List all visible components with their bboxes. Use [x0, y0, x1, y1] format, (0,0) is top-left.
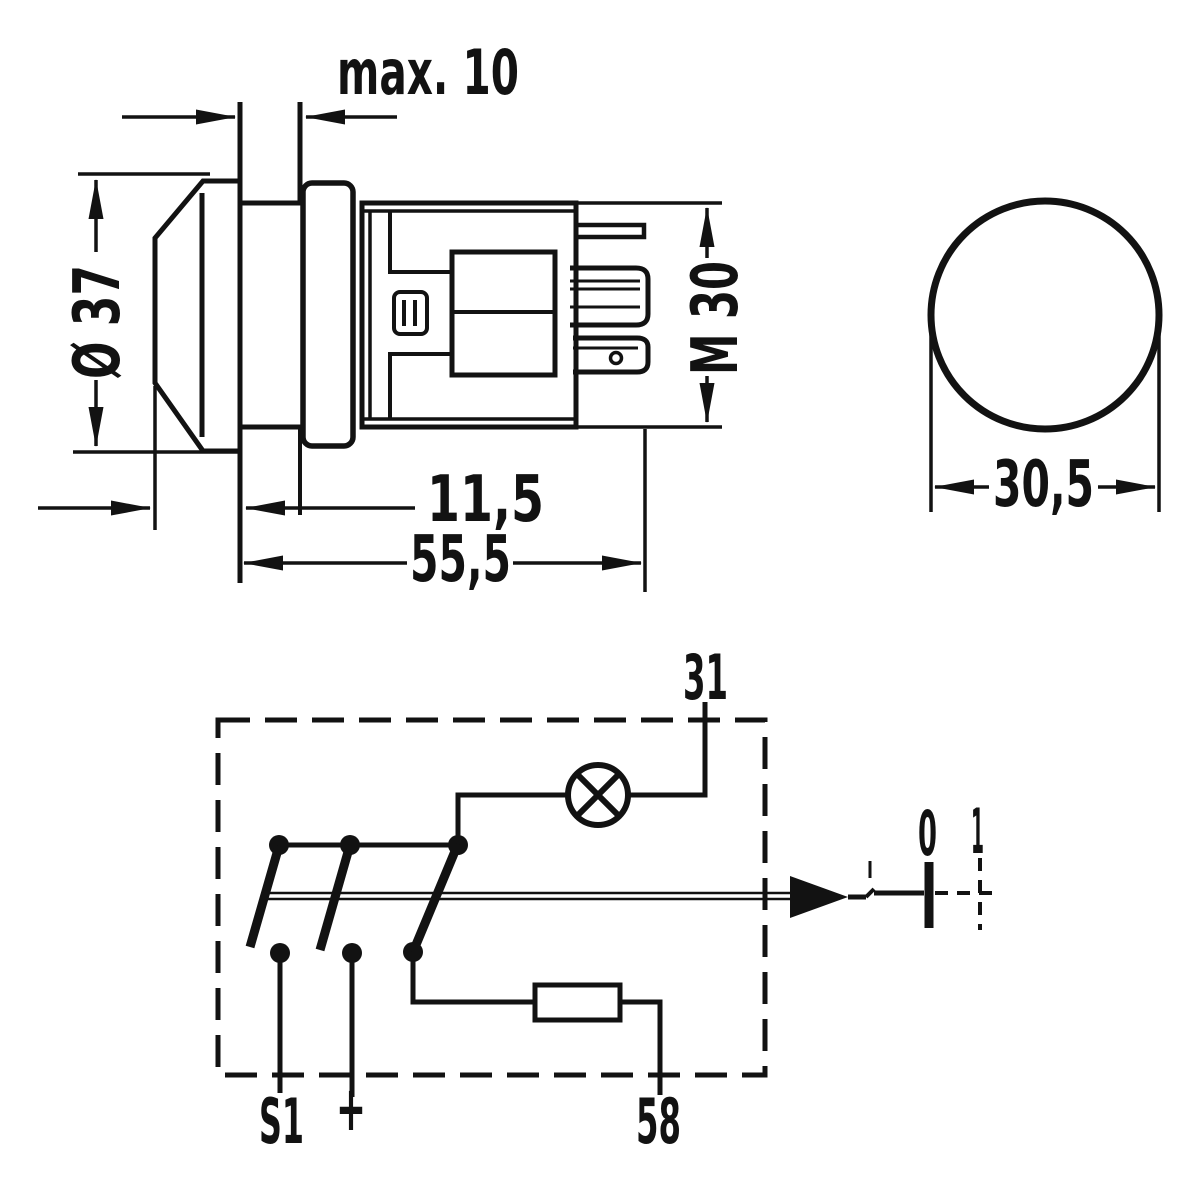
indicator-lamp-cross — [574, 771, 622, 819]
label-mount-depth: 55,5 — [410, 523, 511, 597]
label-terminal-58: 58 — [636, 1085, 681, 1158]
side-view: Ø 37 max. 10 M 30 — [38, 36, 753, 597]
switch-arm — [245, 844, 284, 949]
housing-bracket — [388, 212, 452, 418]
label-position-off: 0 — [918, 797, 937, 870]
wire-58 — [620, 999, 663, 1095]
thread-extension-lines — [576, 201, 722, 429]
resistor-icon — [532, 982, 623, 1023]
circuit-diagram: 31 0 1 S1 + 58 — [215, 641, 998, 1158]
mounting-hole-circle — [927, 197, 1163, 433]
switch-arm — [315, 843, 355, 952]
indicator-lamp-icon — [565, 762, 631, 828]
front-view: 30,5 — [927, 197, 1163, 522]
retaining-clip — [392, 290, 429, 336]
terminal-blade-middle — [570, 265, 651, 328]
wire-31 — [629, 702, 708, 798]
terminal-hole — [608, 350, 624, 366]
bezel-ring — [300, 180, 356, 449]
switch-boundary-box — [215, 717, 768, 1078]
label-panel-thickness: max. 10 — [337, 36, 519, 109]
label-terminal-31: 31 — [683, 641, 728, 714]
label-thread: M 30 — [679, 261, 753, 375]
terminal-blade-bottom — [573, 335, 651, 375]
wire-lamp-to-contacts — [455, 792, 567, 845]
actuator-detent-notch — [864, 887, 876, 899]
label-protrusion: 11,5 — [427, 463, 544, 537]
label-cap-diameter: Ø 37 — [61, 265, 135, 379]
hole-extension-lines — [929, 315, 1161, 512]
terminal-blade-top — [573, 222, 647, 240]
label-terminal-plus: + — [336, 1072, 366, 1145]
label-hole-diameter: 30,5 — [993, 448, 1094, 522]
terminal-blade-middle-ridges — [570, 279, 640, 309]
actuation-arrow-icon — [790, 876, 848, 918]
label-terminal-s1: S1 — [259, 1085, 304, 1158]
actuator-bar — [263, 891, 790, 901]
switch-body-inner-lines — [364, 209, 574, 421]
button-cap — [152, 178, 238, 454]
label-position-on: 1 — [971, 795, 984, 868]
switch-body — [359, 200, 579, 430]
neck-lines — [242, 200, 303, 430]
retaining-clip-ticks — [402, 300, 417, 326]
wire-to-resistor — [410, 952, 535, 1005]
